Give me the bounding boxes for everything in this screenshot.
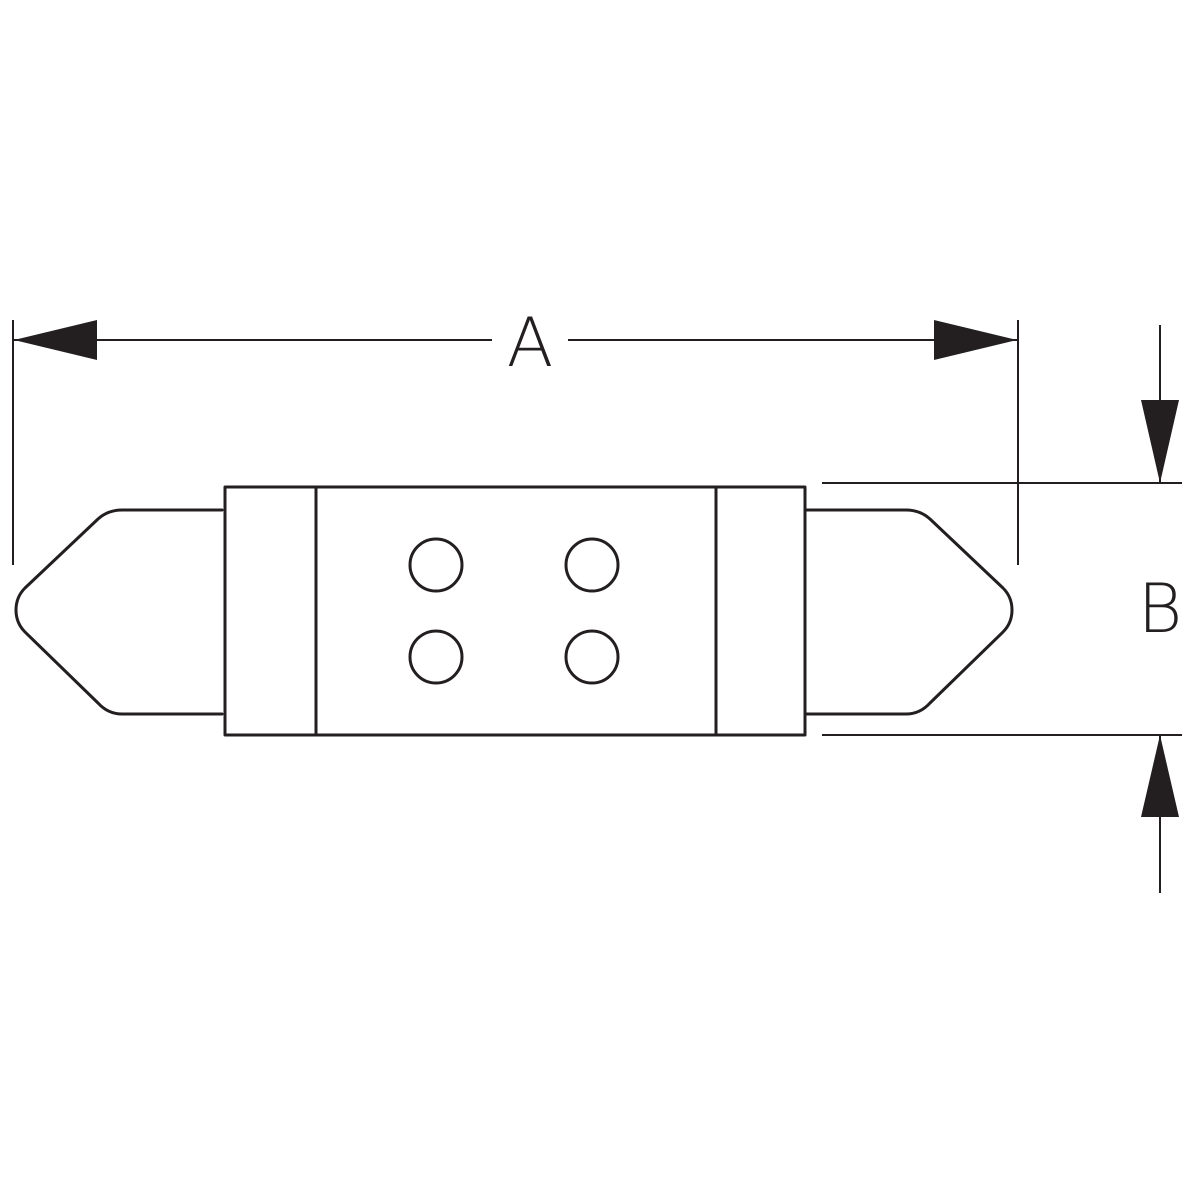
led-top-right <box>564 537 620 593</box>
dimension-b: B <box>822 325 1182 893</box>
end-cap-right <box>804 508 1014 716</box>
end-cap-left <box>14 508 224 716</box>
led-bottom-left <box>408 629 464 685</box>
bulb <box>14 485 1014 737</box>
arrowhead-up <box>1141 735 1179 817</box>
led-top-left <box>408 537 464 593</box>
dimension-label-b: B <box>1138 570 1183 649</box>
arrowhead-down <box>1141 400 1179 483</box>
led-bottom-right <box>564 629 620 685</box>
bulb-body <box>223 485 807 737</box>
arrowhead-right <box>934 320 1017 360</box>
dimension-a: A <box>12 304 1019 565</box>
arrowhead-left <box>14 320 97 360</box>
dimension-label-a: A <box>507 304 554 383</box>
